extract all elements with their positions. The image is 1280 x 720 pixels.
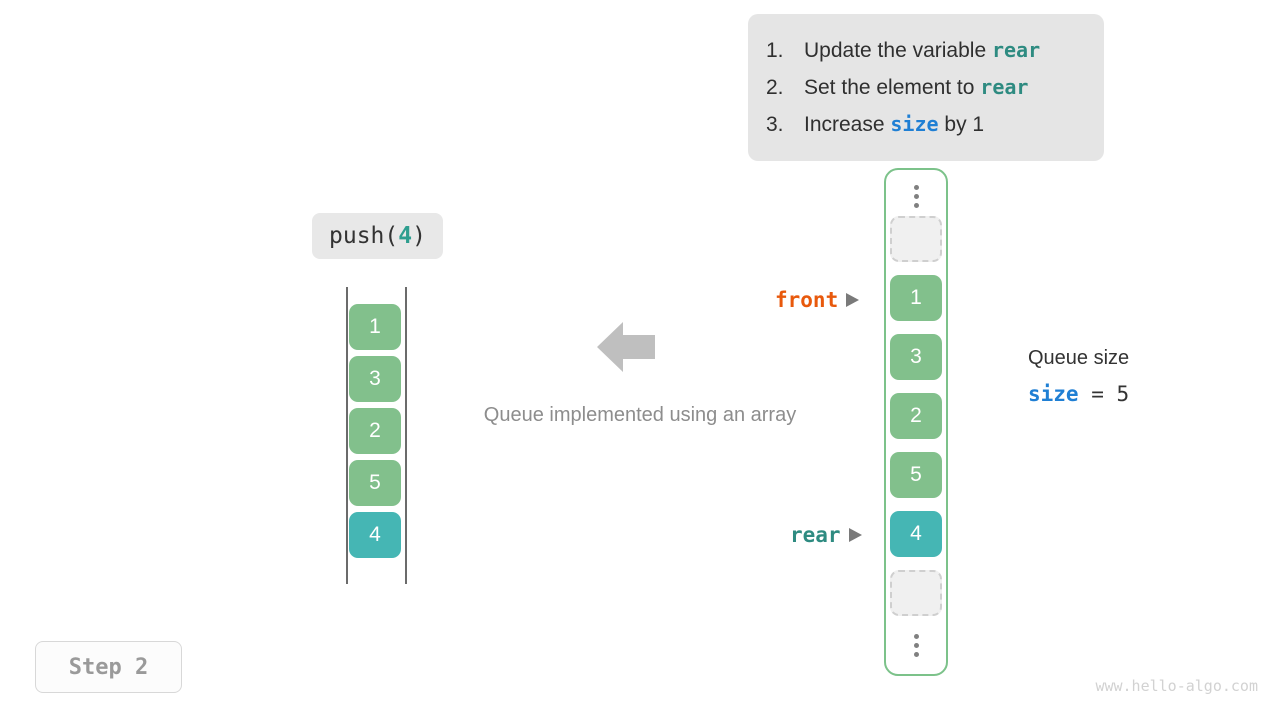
size-equals: = — [1078, 382, 1117, 406]
step-number: 2. — [766, 76, 784, 99]
rear-pointer: rear — [790, 523, 862, 547]
steps-list: 1. Update the variable rear 2. Set the e… — [766, 32, 1084, 143]
left-arrow-icon — [597, 322, 655, 372]
queue-cell: 1 — [349, 304, 401, 350]
step-text-post: by 1 — [938, 113, 985, 136]
queue-slot-rear: 4 — [890, 511, 942, 563]
watermark: www.hello-algo.com — [1095, 677, 1258, 695]
front-pointer-label: front — [775, 288, 839, 312]
left-queue-cells: 1 3 2 5 4 — [349, 304, 401, 564]
step-code-size: size — [890, 112, 939, 136]
queue-slot: 3 — [890, 334, 942, 386]
queue-cell-new: 4 — [349, 512, 401, 558]
queue-cell: 1 — [890, 275, 942, 321]
step-code-rear: rear — [991, 38, 1041, 62]
step-number: 3. — [766, 113, 784, 136]
queue-slot-empty-bottom — [890, 570, 942, 622]
step-item-1: 1. Update the variable rear — [766, 32, 1084, 69]
diagram-caption: Queue implemented using an array — [483, 404, 797, 426]
step-code-rear: rear — [980, 75, 1029, 99]
queue-cell: 5 — [349, 460, 401, 506]
queue-slot-front: 1 — [890, 275, 942, 327]
step-text-pre: Update the variable — [804, 39, 992, 62]
rear-pointer-label: rear — [790, 523, 841, 547]
ellipsis-bottom — [890, 623, 942, 667]
steps-callout-box: 1. Update the variable rear 2. Set the e… — [748, 14, 1104, 161]
queue-slot-empty-top — [890, 216, 942, 268]
queue-cell: 2 — [890, 393, 942, 439]
queue-slot: 5 — [890, 452, 942, 504]
arrow-right-icon — [848, 528, 862, 542]
vertical-ellipsis-icon — [890, 174, 942, 218]
step-item-2: 2. Set the element to rear — [766, 69, 1084, 106]
queue-size-info: Queue size size = 5 — [1028, 343, 1129, 411]
operation-label-prefix: push( — [329, 223, 399, 249]
step-text: Set the element to rear — [804, 69, 1028, 106]
queue-cell-empty — [890, 216, 942, 262]
size-value: 5 — [1116, 382, 1130, 406]
step-number: 1. — [766, 39, 784, 62]
circular-array-container — [884, 168, 948, 676]
queue-cell: 5 — [890, 452, 942, 498]
queue-cell-empty — [890, 570, 942, 616]
front-pointer: front — [775, 288, 860, 312]
step-text-pre: Set the element to — [804, 76, 981, 99]
step-badge: Step 2 — [35, 641, 182, 693]
queue-size-title: Queue size — [1028, 347, 1130, 369]
queue-cell: 3 — [349, 356, 401, 402]
queue-cell-new: 4 — [890, 511, 942, 557]
size-variable: size — [1028, 382, 1079, 406]
queue-size-expression: size = 5 — [1028, 377, 1129, 411]
vertical-ellipsis-icon — [890, 623, 942, 667]
step-text: Update the variable rear — [804, 32, 1040, 69]
operation-label: push(4) — [312, 213, 443, 259]
step-text: Increase size by 1 — [804, 106, 984, 143]
arrow-right-icon — [846, 293, 860, 307]
left-queue-rails — [346, 287, 407, 584]
ellipsis-top — [890, 174, 942, 218]
queue-cell: 2 — [349, 408, 401, 454]
operation-label-arg: 4 — [398, 223, 413, 249]
step-text-pre: Increase — [804, 113, 891, 136]
queue-cell: 3 — [890, 334, 942, 380]
step-item-3: 3. Increase size by 1 — [766, 106, 1084, 143]
queue-slot: 2 — [890, 393, 942, 445]
operation-label-suffix: ) — [412, 223, 426, 249]
